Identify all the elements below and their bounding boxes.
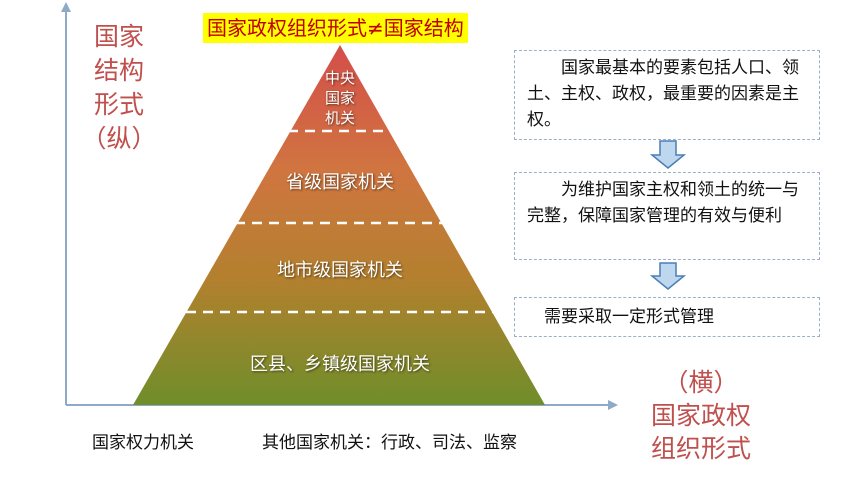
diagram-title: 国家政权组织形式≠国家结构	[203, 13, 468, 43]
flow-box-management: 需要采取一定形式管理	[514, 297, 820, 337]
tier-label-provincial: 省级国家机关	[286, 172, 394, 193]
tier-label-central: 中央 国家 机关	[324, 69, 355, 127]
power-organ-label: 国家权力机关	[92, 433, 194, 453]
vertical-axis-title-line: 国家	[93, 22, 144, 51]
horizontal-axis-arrowhead	[608, 400, 618, 410]
other-organs-label: 其他国家机关：行政、司法、监察	[262, 433, 517, 453]
vertical-axis-title-line: 结构	[93, 56, 144, 85]
horizontal-axis-title-line: （横）	[663, 368, 739, 397]
tier-label-county: 区县、乡镇级国家机关	[250, 354, 430, 375]
vertical-axis-title: 国家 结构 形式 （纵）	[80, 20, 158, 156]
flow-box-elements: 国家最基本的要素包括人口、领土、主权、政权，最重要的因素是主权。	[514, 50, 820, 140]
down-arrow-icon	[649, 262, 687, 290]
horizontal-axis-title-line: 国家政权	[650, 401, 751, 430]
vertical-axis-arrowhead	[61, 2, 71, 12]
horizontal-axis-title-line: 组织形式	[650, 434, 751, 463]
horizontal-axis-title: （横） 国家政权 组织形式	[626, 366, 776, 465]
tier-label-municipal: 地市级国家机关	[277, 260, 403, 281]
flow-box-sovereignty: 为维护国家主权和领土的统一与完整，保障国家管理的有效与便利	[514, 172, 820, 260]
vertical-axis-title-line: 形式	[93, 90, 144, 119]
down-arrow-icon	[649, 140, 687, 169]
pyramid	[133, 45, 545, 405]
vertical-axis-title-line: （纵）	[81, 124, 157, 153]
